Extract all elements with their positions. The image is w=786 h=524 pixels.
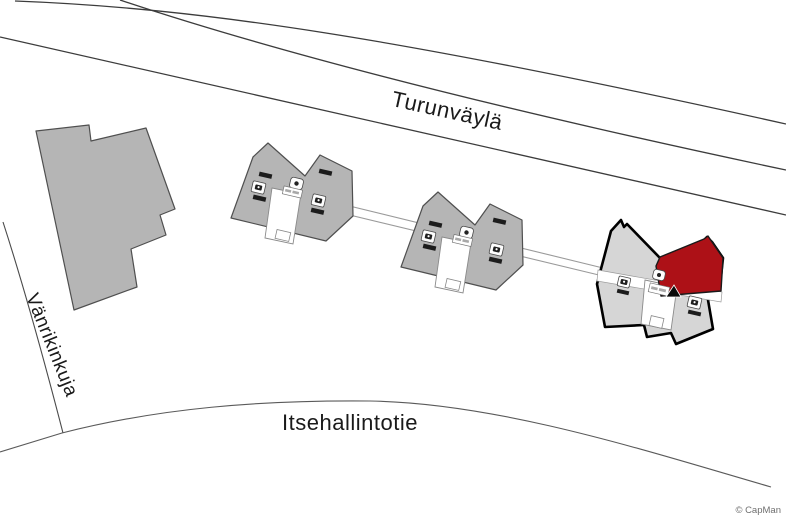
- road-turunvayla: [0, 0, 786, 216]
- building-east-highlighted-wing[interactable]: [655, 235, 724, 297]
- icon-dot: [495, 248, 498, 251]
- turunvayla-line-south: [0, 36, 786, 216]
- address-plate: [647, 282, 671, 297]
- door-bar-marker: [310, 207, 325, 215]
- entrance-door-marker: [444, 278, 462, 291]
- plate-text-mark: [292, 190, 300, 195]
- road-itsehallintotie: [0, 400, 772, 488]
- door-bar-marker: [687, 309, 702, 317]
- icon-lens: [657, 273, 661, 277]
- facility-icon: [250, 180, 267, 195]
- icon-dot: [257, 186, 260, 189]
- door-bar-marker: [492, 217, 507, 225]
- address-plate: [451, 234, 474, 247]
- facility-icon: [488, 242, 505, 257]
- plate-text-mark: [650, 286, 658, 291]
- plate-text-mark: [454, 237, 462, 242]
- door-bar-marker: [318, 168, 333, 176]
- building-west-footprint[interactable]: [35, 124, 176, 311]
- road-vanrikinkuja: [2, 221, 64, 434]
- door-bar-marker: [258, 171, 273, 179]
- entrance-door-marker: [648, 315, 665, 329]
- vanrikinkuja-line: [2, 221, 64, 434]
- icon-dot: [622, 280, 626, 283]
- icon-lens: [294, 181, 299, 186]
- door-bar-marker: [488, 256, 503, 264]
- building-mid-1[interactable]: [230, 142, 354, 245]
- door-bar-marker: [428, 220, 443, 228]
- facility-icon: [686, 295, 703, 310]
- icon-lens: [464, 230, 469, 235]
- location-triangle-marker: [665, 284, 682, 298]
- icon-dot: [693, 301, 696, 304]
- facility-icon: [616, 275, 632, 289]
- address-plate: [281, 185, 304, 199]
- copyright-watermark: © CapMan: [735, 505, 781, 516]
- icon-dot: [317, 199, 320, 202]
- turunvayla-line-middle: [119, 0, 786, 171]
- plate-text-mark: [284, 188, 292, 193]
- facility-icon: [310, 193, 327, 208]
- door-bar-marker: [616, 288, 630, 296]
- building-mid-2[interactable]: [400, 191, 524, 294]
- facility-icon: [420, 229, 437, 244]
- turunvayla-line-north: [14, 0, 786, 125]
- building-west[interactable]: [35, 124, 176, 311]
- door-bar-marker: [422, 243, 437, 251]
- plate-text-mark: [658, 288, 667, 293]
- door-bar-marker: [252, 194, 267, 202]
- entry-camera-icon: [652, 268, 666, 282]
- plate-text-mark: [462, 239, 470, 244]
- icon-dot: [427, 235, 430, 238]
- itsehallintotie-line: [0, 400, 772, 488]
- road-label-itsehallintotie: Itsehallintotie: [282, 410, 418, 435]
- entrance-door-marker: [274, 229, 292, 242]
- road-label-vanrikinkuja: Vänrikinkuja: [21, 290, 81, 399]
- building-east[interactable]: [595, 218, 725, 346]
